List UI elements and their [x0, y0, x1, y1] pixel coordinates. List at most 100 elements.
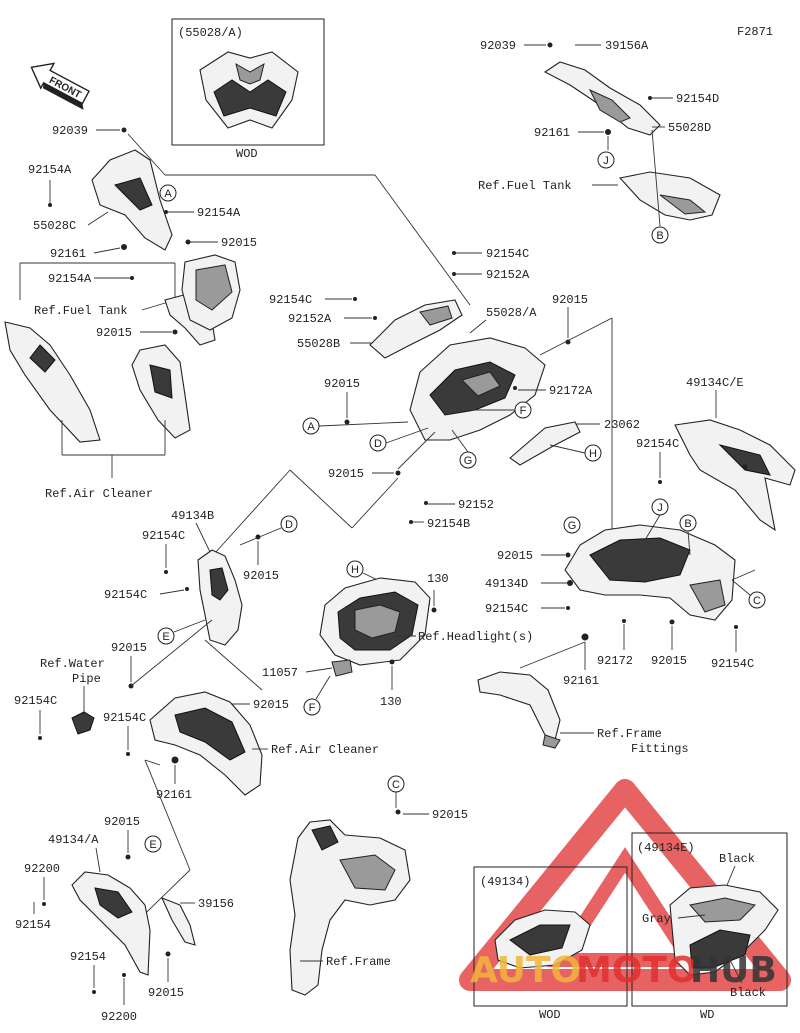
label-92161-tr: 92161: [534, 126, 570, 140]
label-ref-fuel-tank-tr: Ref.Fuel Tank: [478, 179, 572, 193]
label-92154-2: 92154: [70, 950, 106, 964]
inset-wod-bottom-caption: WOD: [539, 1008, 561, 1022]
label-ref-water-pipe-1: Ref.Water: [40, 657, 105, 671]
label-92154C-9: 92154C: [103, 711, 146, 725]
label-92154C-1: 92154C: [486, 247, 529, 261]
bracket-11057: [331, 659, 353, 677]
label-ref-frame-fittings-2: Fittings: [631, 742, 689, 756]
watermark-triangle: [459, 779, 791, 991]
watermark: [459, 779, 791, 991]
label-55028C: 55028C: [33, 219, 76, 233]
right-middle-group: 49134C/E 92154C J B G 92015 49134D 92154…: [485, 376, 796, 688]
bracket-23062: [509, 421, 581, 466]
label-92152A-1: 92152A: [486, 268, 530, 282]
label-55028B: 55028B: [297, 337, 340, 351]
label-92015-11: 92015: [104, 815, 140, 829]
label-92039-top: 92039: [480, 39, 516, 53]
svg-text:A: A: [307, 421, 315, 433]
label-92015-1: 92015: [221, 236, 257, 250]
label-130-1: 130: [427, 572, 449, 586]
label-49134A: 49134/A: [48, 833, 99, 847]
svg-text:C: C: [392, 779, 400, 791]
label-92015-6: 92015: [243, 569, 279, 583]
label-55028A: 55028/A: [486, 306, 537, 320]
left-group: 92039 92154A A 92154A 55028C 92015 92161…: [4, 124, 257, 501]
label-ref-headlight: Ref.Headlight(s): [418, 630, 533, 644]
side-cowl-49134CE: [674, 419, 796, 532]
inset-wod-top: (55028/A) WOD: [171, 18, 325, 161]
side-panel-49134A: [71, 871, 151, 976]
label-55028D: 55028D: [668, 121, 711, 135]
inset-wd-color-gray: Gray: [642, 912, 671, 926]
label-92152: 92152: [458, 498, 494, 512]
svg-text:E: E: [149, 839, 156, 851]
label-ref-air-cleaner-2: Ref.Air Cleaner: [271, 743, 379, 757]
label-92154C-2: 92154C: [269, 293, 312, 307]
label-92015-12: 92015: [432, 808, 468, 822]
water-pipe-clamp: [71, 711, 95, 735]
figure-code: F2871: [737, 25, 773, 39]
inset-wd-color-black-top: Black: [719, 852, 755, 866]
label-92152A-2: 92152A: [288, 312, 332, 326]
svg-text:B: B: [684, 518, 691, 530]
svg-text:A: A: [164, 188, 172, 200]
label-92161-mid: 92161: [563, 674, 599, 688]
label-92154C-7: 92154C: [711, 657, 754, 671]
label-92015-5: 92015: [328, 467, 364, 481]
watermark-inner-a: [547, 847, 703, 967]
frame-fitting-bracket: [477, 671, 561, 741]
label-92154D: 92154D: [676, 92, 719, 106]
svg-text:J: J: [603, 155, 609, 167]
inset-wd-color-black-bottom: Black: [730, 986, 766, 1000]
label-92015-4: 92015: [324, 377, 360, 391]
inset-wod-top-title: (55028/A): [178, 26, 243, 40]
label-92015-2: 92015: [96, 326, 132, 340]
cowl-49134E-black: [689, 929, 751, 969]
frame-group: C 92015 Ref.Frame: [289, 775, 468, 996]
label-92200-1: 92200: [24, 862, 60, 876]
svg-text:F: F: [520, 405, 527, 417]
label-ref-frame: Ref.Frame: [326, 955, 391, 969]
label-92154B: 92154B: [427, 517, 470, 531]
label-92039-left: 92039: [52, 124, 88, 138]
label-92154A-3: 92154A: [48, 272, 92, 286]
label-92154C-3: 92154C: [636, 437, 679, 451]
cowl-wod-part: [199, 51, 299, 129]
label-23062: 23062: [604, 418, 640, 432]
inset-wd-frame: [631, 832, 788, 1007]
label-49134CE: 49134C/E: [686, 376, 744, 390]
label-92154A-1: 92154A: [28, 163, 72, 177]
svg-text:B: B: [656, 230, 663, 242]
callout-c1: [748, 591, 766, 609]
label-92154C-4: 92154C: [142, 529, 185, 543]
callout-d2: [280, 515, 298, 533]
label-92154C-5: 92154C: [104, 588, 147, 602]
left-middle-group: D 49134B 92154C 92015 92154C E 92015 Ref…: [14, 509, 379, 802]
label-92161-left: 92161: [50, 247, 86, 261]
label-92154A-2: 92154A: [197, 206, 241, 220]
callout-g2: [563, 516, 581, 534]
label-11057: 11057: [262, 666, 298, 680]
inset-wod-bottom-title: (49134): [480, 875, 530, 889]
cover-piece-left: [4, 321, 101, 443]
label-92015-8: 92015: [111, 641, 147, 655]
svg-text:H: H: [351, 564, 359, 576]
lower-left-group: 92015 E 49134/A 92200 39156 92154 92154 …: [15, 815, 234, 1024]
label-92200-2: 92200: [101, 1010, 137, 1024]
label-92015-10: 92015: [253, 698, 289, 712]
label-92015-3: 92015: [552, 293, 588, 307]
label-39156: 39156: [198, 897, 234, 911]
label-49134B: 49134B: [171, 509, 214, 523]
svg-text:J: J: [657, 502, 663, 514]
callout-e1: [157, 627, 175, 645]
label-92015-13: 92015: [148, 986, 184, 1000]
frame-fittings-group: Ref.Frame Fittings: [477, 671, 689, 756]
panel-39156: [160, 896, 196, 946]
inset-wod-bottom-frame: [473, 866, 628, 1007]
inset-wod-bottom: (49134) WOD: [473, 866, 628, 1022]
label-ref-fuel-tank-left: Ref.Fuel Tank: [34, 304, 128, 318]
inset-wd: (49134E) Black Gray Black WD: [631, 832, 788, 1022]
label-92015-9: 92015: [651, 654, 687, 668]
front-arrow-icon: FRONT: [30, 62, 90, 110]
watermark-hub: HUB: [690, 950, 777, 991]
